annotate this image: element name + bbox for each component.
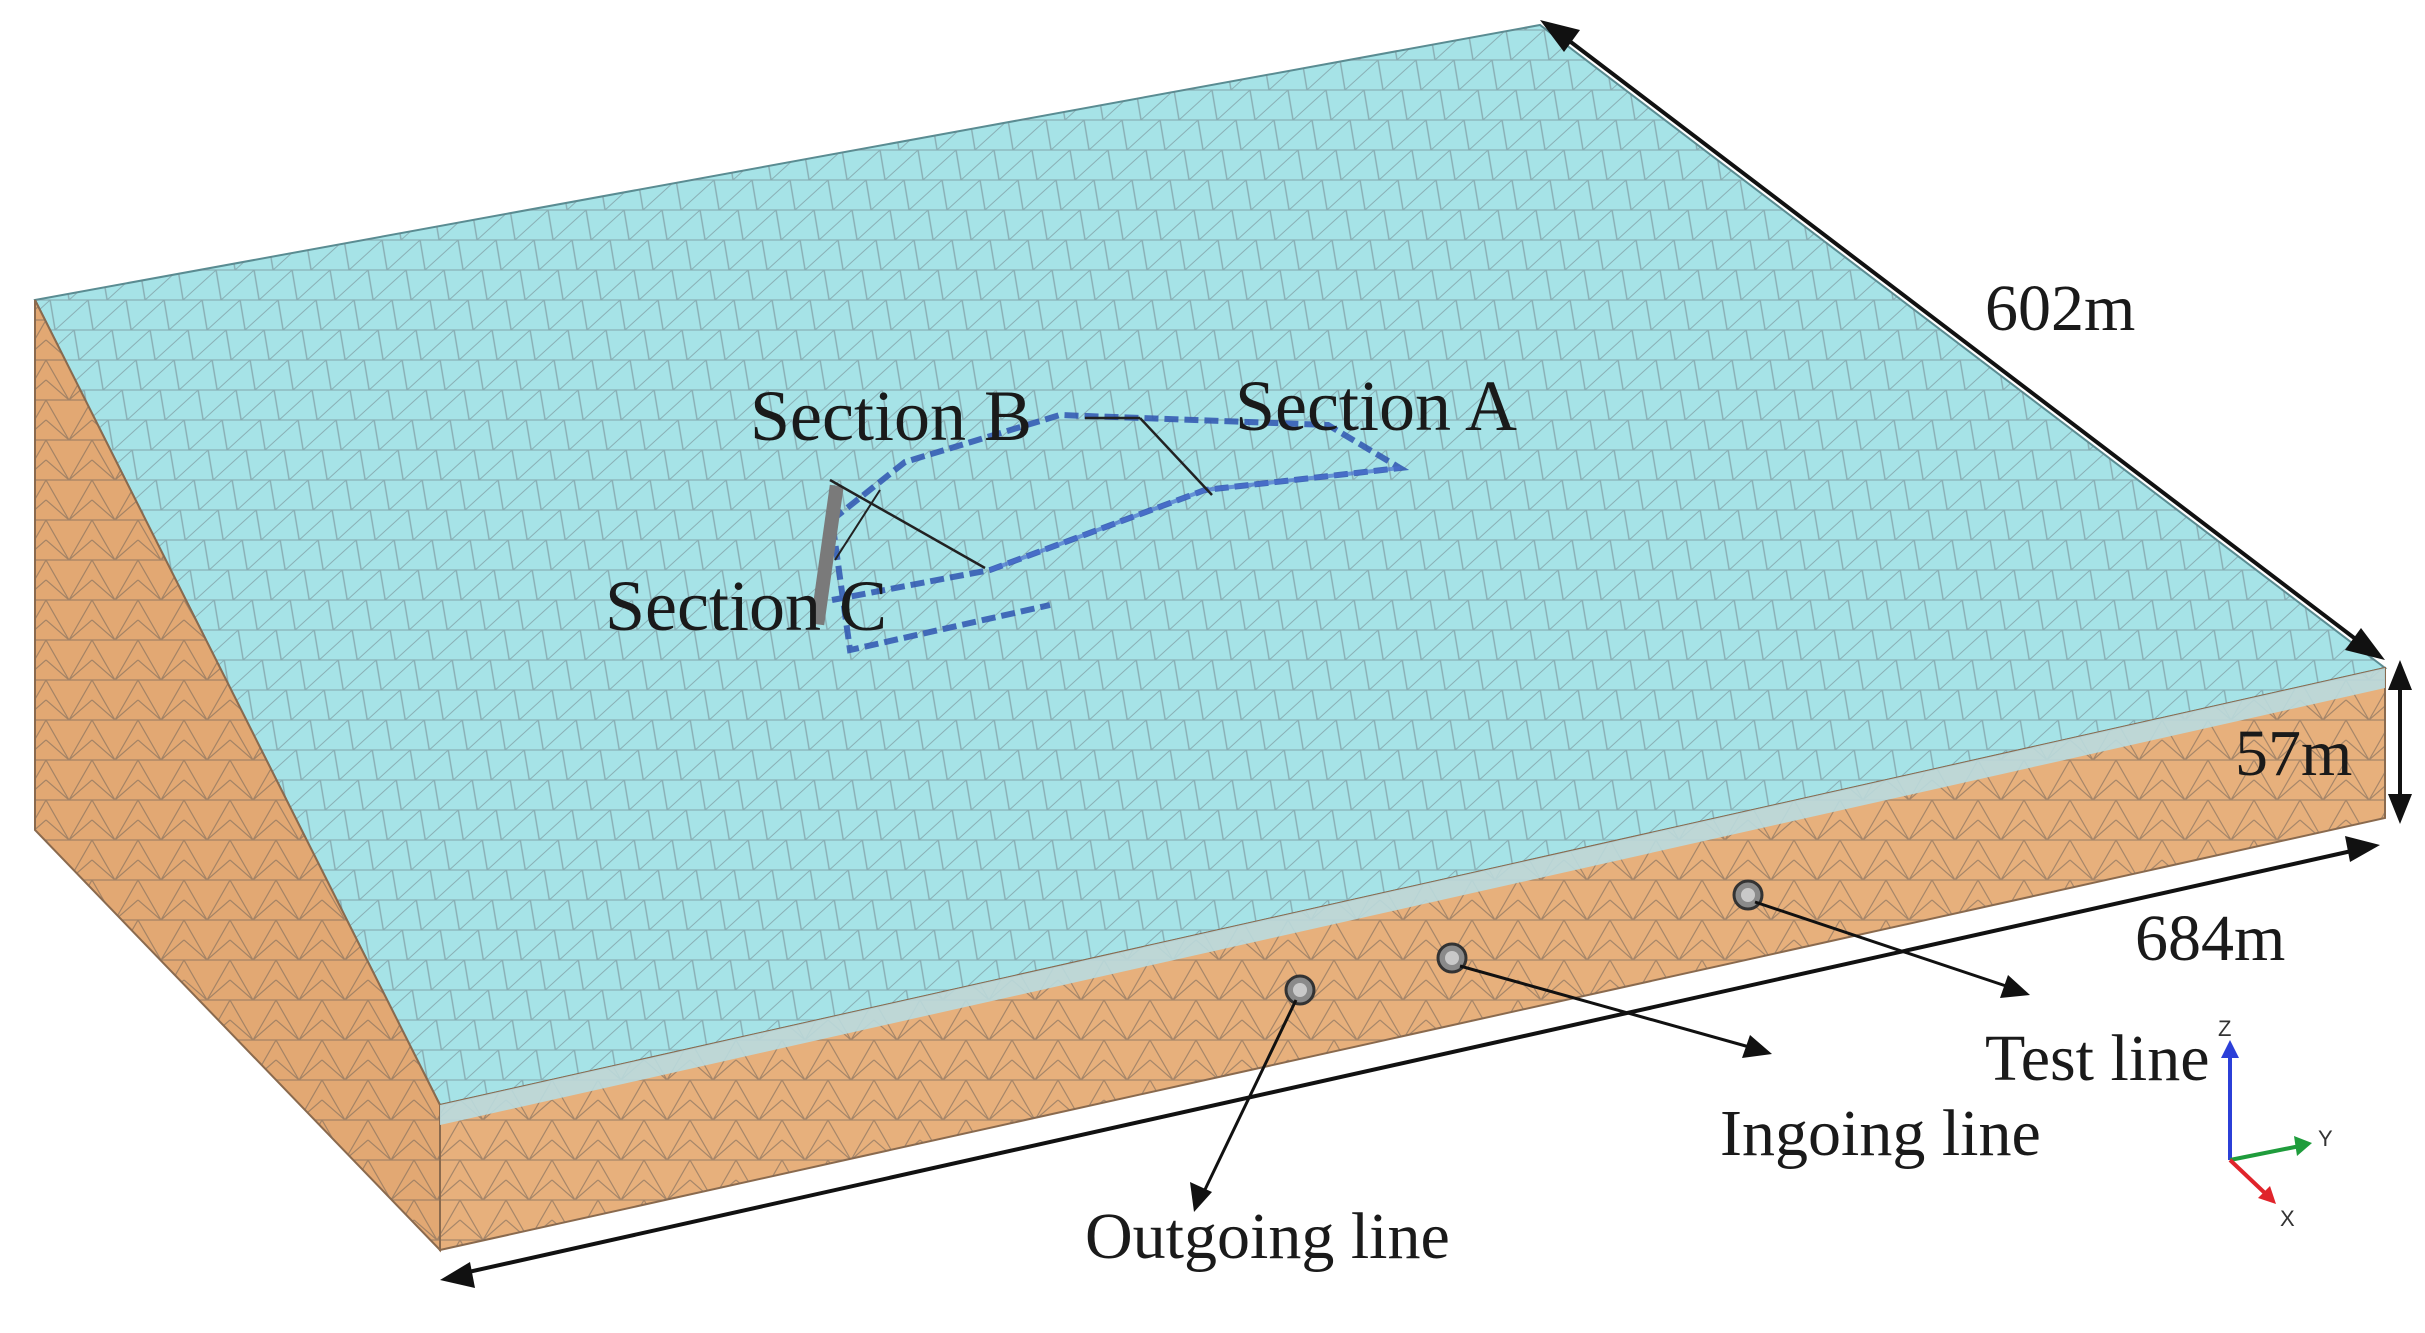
model-top-mesh — [35, 25, 2385, 1105]
vertical-shaft — [810, 484, 844, 626]
width-label: 602m — [1985, 272, 2135, 345]
outgoing-line-arrow — [1190, 999, 1298, 1212]
section-a-leader — [1139, 417, 1213, 496]
z-axis-label: Z — [2218, 1016, 2231, 1041]
test-line-arrow — [1754, 900, 2030, 998]
length-label: 684m — [2135, 902, 2285, 975]
ingoing-line-label: Ingoing line — [1720, 1097, 2041, 1170]
section-b-label: Section B — [750, 376, 1032, 456]
excavation-inner — [989, 466, 1401, 572]
y-axis-label: Y — [2318, 1126, 2333, 1151]
section-b-leader-2 — [829, 478, 986, 570]
section-c-leader — [834, 489, 881, 561]
height-label: 57m — [2235, 717, 2352, 790]
surface-layer-strip — [440, 668, 2385, 1125]
tunnel-outgoing — [1284, 974, 1316, 1006]
section-a-label: Section A — [1235, 366, 1517, 446]
x-axis-label: X — [2280, 1206, 2295, 1231]
width-dimension-arrow — [1540, 20, 2385, 660]
y-axis-line — [2229, 1144, 2301, 1162]
model-left-mesh — [35, 300, 440, 1250]
ingoing-line-arrow — [1459, 964, 1772, 1058]
model-front-mesh — [440, 668, 2385, 1250]
tunnel-test — [1732, 879, 1764, 911]
tunnel-ingoing — [1436, 942, 1468, 974]
test-line-label: Test line — [1985, 1022, 2210, 1095]
excavation-outline — [828, 411, 1410, 654]
outgoing-line-label: Outgoing line — [1085, 1200, 1450, 1273]
height-dimension-arrow — [2388, 660, 2412, 824]
axis-triad: Z Y X — [2218, 1016, 2333, 1231]
length-dimension-arrow — [440, 836, 2380, 1288]
x-axis-line — [2228, 1158, 2270, 1198]
section-c-label: Section C — [605, 566, 887, 646]
